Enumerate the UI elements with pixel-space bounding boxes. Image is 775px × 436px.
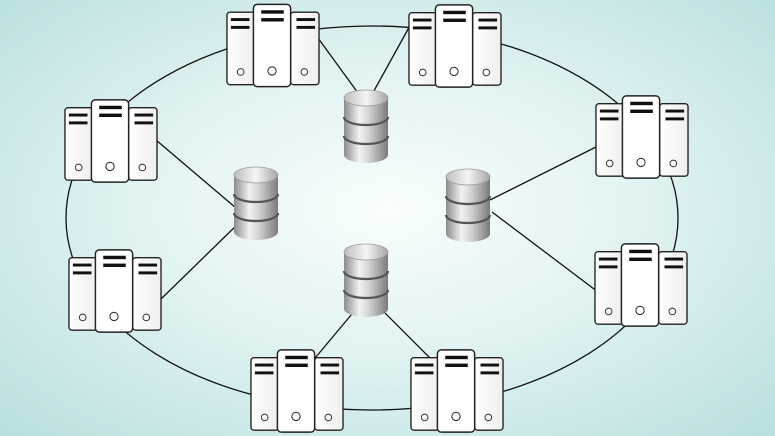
server-clusters xyxy=(64,3,689,433)
link-right-lower-server-to-db-right xyxy=(491,211,599,293)
database-cylinder-icon xyxy=(342,88,390,165)
server-rack-icon xyxy=(250,349,344,433)
server-rack-icon xyxy=(68,249,162,333)
database-cylinder-icon xyxy=(342,242,390,319)
server-rack-icon xyxy=(408,4,502,88)
database-cylinder-icon xyxy=(444,167,492,244)
server-rack-icon xyxy=(410,349,504,433)
link-top-right-server-to-db-top xyxy=(369,21,413,99)
server-rack-icon xyxy=(595,95,689,179)
link-left-lower-server-to-db-left xyxy=(159,219,243,301)
server-rack-icon xyxy=(594,243,688,327)
link-right-upper-server-to-db-right xyxy=(489,145,599,201)
connection-lines xyxy=(155,21,599,377)
server-rack-icon xyxy=(64,99,158,183)
link-left-upper-server-to-db-left xyxy=(155,139,237,209)
database-cylinder-icon xyxy=(232,165,280,242)
server-rack-icon xyxy=(226,3,320,88)
databases xyxy=(232,88,492,319)
network-ring xyxy=(65,25,679,411)
